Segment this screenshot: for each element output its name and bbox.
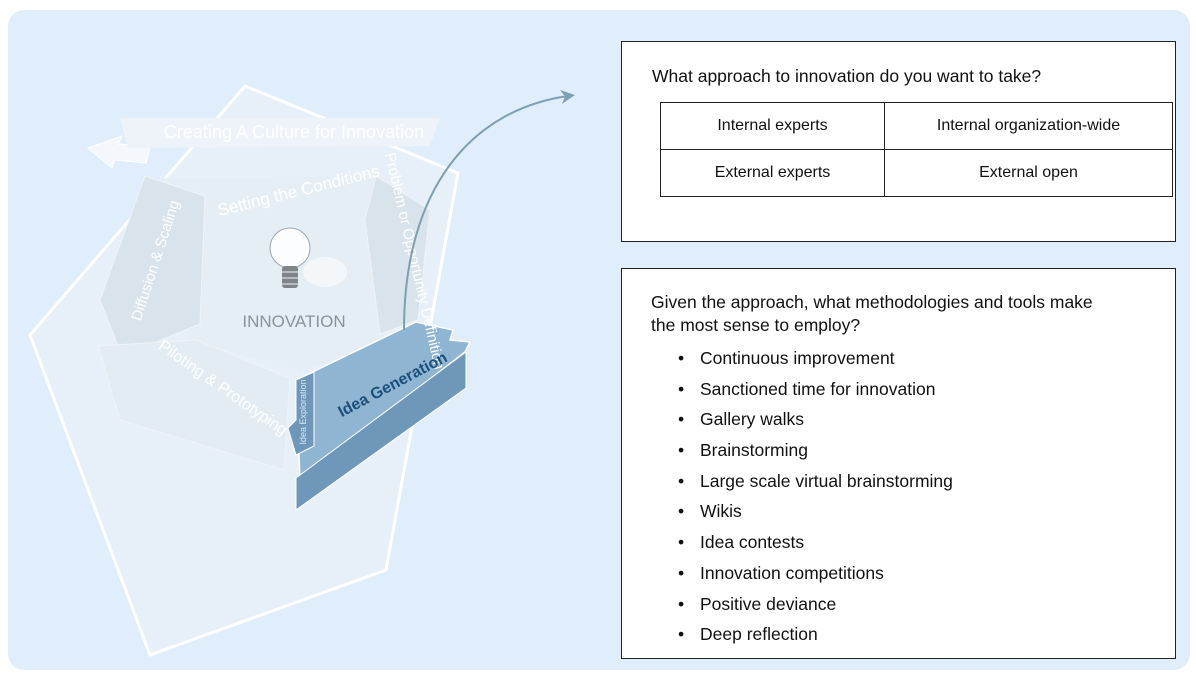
methods-list: • Continuous improvement • Sanctioned time…	[678, 343, 953, 650]
list-item-label: Large scale virtual brainstorming	[700, 470, 953, 491]
list-item-label: Idea contests	[700, 532, 805, 553]
list-item-label: Gallery walks	[700, 409, 805, 430]
bullet-icon: •	[678, 378, 685, 399]
bullet-icon: •	[678, 593, 685, 614]
list-item: • Wikis	[678, 496, 953, 527]
diffusion-panel	[99, 175, 206, 357]
bullet-icon: •	[678, 409, 685, 430]
list-item: • Idea contests	[678, 527, 953, 558]
approach-table: Internal experts Internal organization-w…	[660, 102, 1173, 197]
bullet-icon: •	[678, 348, 685, 368]
list-item-label: Wikis	[700, 501, 742, 522]
list-item-label: Positive deviance	[700, 593, 837, 614]
center-well	[152, 176, 392, 372]
list-item: • Deep reflection	[678, 619, 953, 650]
list-item-label: Brainstorming	[700, 440, 808, 461]
bullet-icon: •	[678, 624, 685, 645]
list-item-label: Sanctioned time for innovation	[700, 378, 936, 399]
list-item: • Positive deviance	[678, 589, 953, 620]
approach-cell: External experts	[660, 149, 885, 197]
lightbulb-icon	[269, 227, 347, 288]
connector-arrow	[403, 90, 575, 331]
culture-cycle-arrow	[87, 135, 151, 169]
list-item: • Brainstorming	[678, 435, 953, 466]
methods-question: Given the approach, what methodologies a…	[651, 292, 1093, 336]
methods-box: Given the approach, what methodologies a…	[621, 268, 1176, 659]
list-item: • Innovation competitions	[678, 558, 953, 589]
approach-row: Internal experts Internal organization-w…	[660, 102, 1173, 150]
list-item: • Sanctioned time for innovation	[678, 374, 953, 405]
list-item-label: Continuous improvement	[700, 348, 895, 368]
approach-cell: Internal experts	[660, 102, 885, 150]
innovation-cycle-diagram: Creating A Culture for Innovation Settin…	[28, 84, 575, 657]
idea-exploration-label: Idea Exploration	[298, 379, 308, 444]
approach-row: External experts External open	[660, 149, 1173, 197]
bullet-icon: •	[678, 440, 685, 461]
approach-cell: Internal organization-wide	[884, 102, 1173, 150]
list-item-label: Innovation competitions	[700, 562, 884, 583]
idea-generation-block	[287, 321, 472, 511]
problem-panel	[364, 175, 431, 335]
innovation-label: INNOVATION	[242, 312, 345, 331]
idea-exploration-tab	[287, 371, 315, 456]
bullet-icon: •	[678, 470, 685, 491]
culture-label: Creating A Culture for Innovation	[164, 122, 424, 142]
list-item: • Large scale virtual brainstorming	[678, 466, 953, 497]
list-item: • Continuous improvement	[678, 343, 953, 374]
idea-generation-side	[295, 351, 467, 511]
approach-box: What approach to innovation do you want …	[621, 41, 1176, 242]
piloting-panel	[97, 339, 291, 471]
list-item: • Gallery walks	[678, 404, 953, 435]
bullet-icon: •	[678, 562, 685, 583]
bullet-icon: •	[678, 532, 685, 553]
culture-band	[120, 118, 440, 148]
bullet-icon: •	[678, 501, 685, 522]
approach-question: What approach to innovation do you want …	[652, 66, 1042, 86]
list-item-label: Deep reflection	[700, 624, 818, 645]
approach-cell: External open	[884, 149, 1173, 197]
